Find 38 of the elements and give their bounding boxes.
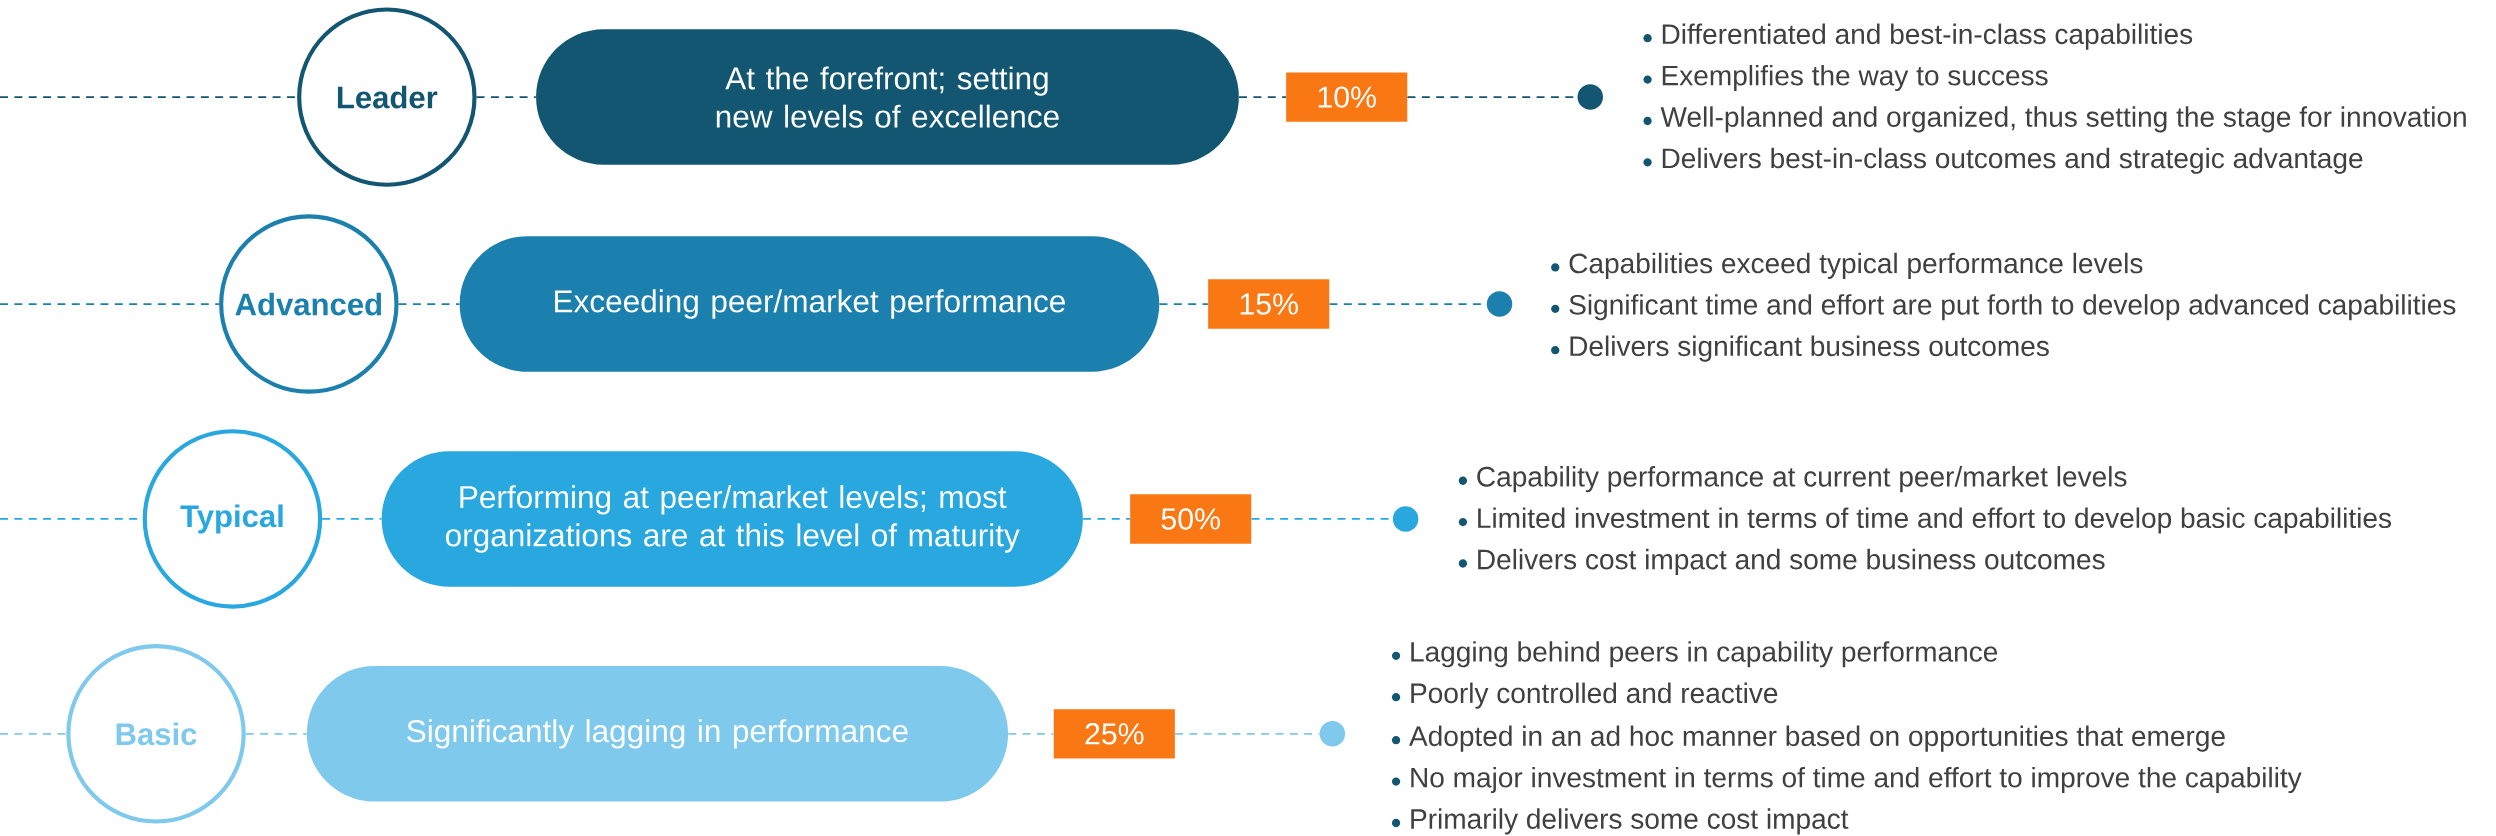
endpoint-dot bbox=[1319, 721, 1346, 747]
bullet-item: No major investment in terms of time and effort to improve the capability bbox=[1411, 767, 2302, 794]
dashed-connector bbox=[0, 303, 220, 306]
bullet-item: Capability performance at current peer/market levels bbox=[1477, 466, 2127, 493]
description-pill: Performing at peer/market levels; most organizations are at this level of maturity bbox=[381, 451, 1083, 587]
endpoint-dot bbox=[1577, 84, 1603, 110]
bullet-item: Delivers best-in-class outcomes and strategic advantage bbox=[1662, 147, 2363, 174]
percentage-box: 50% bbox=[1130, 494, 1252, 544]
description-pill: At the forefront; setting new levels of excellence bbox=[536, 29, 1239, 165]
dashed-connector bbox=[244, 733, 308, 735]
bullet-item: Limited investment in terms of time and effort to develop basic capabilities bbox=[1478, 507, 2391, 534]
bullet-item: Exemplifies the way to success bbox=[1662, 65, 2048, 92]
bullet-item: Well-planned and organized, thus setting the stage for innovation bbox=[1660, 106, 2466, 133]
bullet-item: Delivers cost impact and some business outcomes bbox=[1478, 549, 2105, 576]
percentage-box: 10% bbox=[1286, 72, 1408, 122]
bullet-item: Primarily delivers some cost impact bbox=[1411, 808, 1849, 835]
bullet-item: Differentiated and best-in-class capabilities bbox=[1662, 23, 2193, 50]
endpoint-dot bbox=[1486, 291, 1513, 317]
bullet-item: Capabilities exceed typical performance levels bbox=[1569, 252, 2143, 280]
dashed-connector bbox=[0, 733, 68, 735]
dashed-connector bbox=[0, 96, 298, 99]
dashed-connector bbox=[1238, 96, 1287, 99]
bullet-item: Adopted in an ad hoc manner based on opportunities that emerge bbox=[1409, 725, 2225, 752]
bullet-item: Significant time and effort are put forth to develop advanced capabilities bbox=[1569, 294, 2456, 321]
dashed-connector bbox=[397, 303, 461, 306]
dashed-connector bbox=[321, 518, 383, 520]
percentage-box: 15% bbox=[1208, 279, 1330, 329]
dashed-connector bbox=[475, 96, 537, 99]
bullet-item: Lagging behind peers in capability performance bbox=[1411, 641, 1998, 668]
bullet-item: Poorly controlled and reactive bbox=[1411, 682, 1778, 709]
description-pill: Significantly lagging in performance bbox=[306, 666, 1009, 802]
description-pill: Exceeding peer/market performance bbox=[459, 236, 1160, 372]
dashed-connector bbox=[1082, 518, 1131, 520]
percentage-box: 25% bbox=[1053, 709, 1175, 759]
endpoint-dot bbox=[1392, 506, 1419, 532]
dashed-connector bbox=[1158, 303, 1209, 306]
dashed-connector bbox=[1007, 733, 1055, 735]
bullet-item: Delivers significant business outcomes bbox=[1570, 335, 2049, 362]
